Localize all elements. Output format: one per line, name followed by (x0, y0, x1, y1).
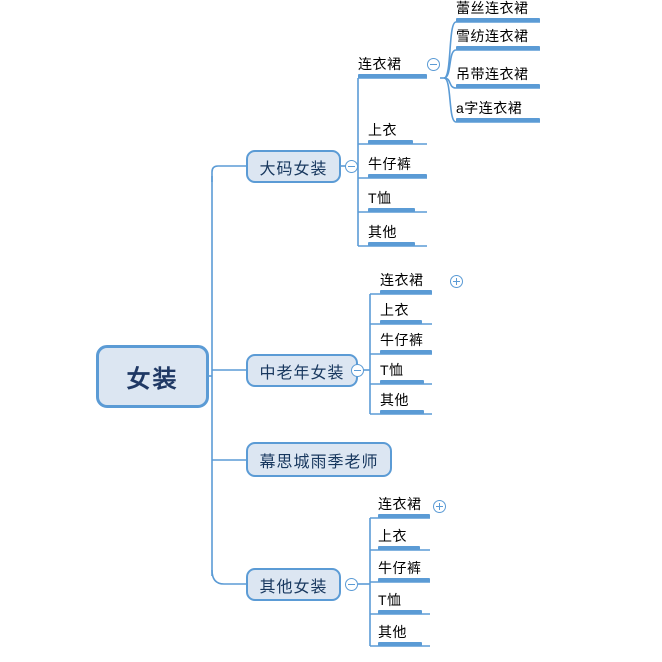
leaf-node-3-1[interactable]: 上衣 (378, 528, 430, 550)
leaf-node-3-4[interactable]: 其他 (378, 624, 430, 646)
leaf-node-0-3-label: T恤 (368, 190, 392, 206)
leaf-node-0-1-rule (368, 140, 413, 144)
leaf-node-0-0-3-label: a字连衣裙 (456, 100, 523, 116)
leaf-node-1-4-rule (380, 410, 424, 414)
leaf-node-0-0-1-label: 雪纺连衣裙 (456, 28, 529, 44)
leaf-node-3-4-label: 其他 (378, 624, 407, 640)
leaf-node-0-0-0-rule (456, 18, 540, 22)
leaf-node-0-0-3[interactable]: a字连衣裙 (456, 100, 540, 122)
branch-node-1[interactable]: 中老年女装 (246, 354, 358, 387)
leaf-node-0-0-0[interactable]: 蕾丝连衣裙 (456, 0, 540, 22)
leaf-node-0-0-3-rule (456, 118, 540, 122)
branch-node-0-label: 大码女装 (259, 160, 328, 178)
leaf-node-1-2-label: 牛仔裤 (380, 332, 424, 348)
leaf-node-1-3[interactable]: T恤 (380, 362, 432, 384)
leaf-node-0-3[interactable]: T恤 (368, 190, 427, 212)
collapse-toggle-branch-3[interactable] (345, 578, 358, 591)
leaf-node-0-0-2[interactable]: 吊带连衣裙 (456, 66, 540, 88)
leaf-node-3-1-rule (378, 546, 420, 550)
plus-circle-icon-stem (456, 278, 457, 285)
leaf-node-1-1-label: 上衣 (380, 302, 409, 318)
branch-node-2-label: 幕思城雨季老师 (259, 453, 379, 471)
branch-node-3[interactable]: 其他女装 (246, 568, 341, 601)
leaf-node-0-0-0-label: 蕾丝连衣裙 (456, 0, 529, 16)
plus-circle-icon-stem (439, 503, 440, 510)
branch-node-0[interactable]: 大码女装 (246, 150, 341, 183)
branch-node-1-label: 中老年女装 (259, 364, 345, 382)
expand-toggle-node-3-0[interactable] (433, 500, 446, 513)
leaf-node-3-0-label: 连衣裙 (378, 496, 422, 512)
leaf-node-3-3[interactable]: T恤 (378, 592, 430, 614)
leaf-node-3-3-rule (378, 610, 422, 614)
leaf-node-3-1-label: 上衣 (378, 528, 407, 544)
leaf-node-1-0[interactable]: 连衣裙 (380, 272, 432, 294)
leaf-node-1-0-label: 连衣裙 (380, 272, 424, 288)
leaf-node-0-0-2-rule (456, 84, 540, 88)
leaf-node-3-2-rule (378, 578, 430, 582)
leaf-node-3-2[interactable]: 牛仔裤 (378, 560, 430, 582)
root-node-label: 女装 (126, 366, 179, 393)
leaf-node-1-3-label: T恤 (380, 362, 404, 378)
leaf-node-0-2-label: 牛仔裤 (368, 156, 412, 172)
leaf-node-0-0[interactable]: 连衣裙 (358, 54, 427, 78)
leaf-node-1-4-label: 其他 (380, 392, 409, 408)
collapse-toggle-node-0-0[interactable] (427, 58, 440, 71)
leaf-node-0-1-label: 上衣 (368, 122, 397, 138)
leaf-node-0-4[interactable]: 其他 (368, 224, 427, 246)
leaf-node-1-1-rule (380, 320, 422, 324)
leaf-node-0-4-label: 其他 (368, 224, 397, 240)
leaf-node-1-3-rule (380, 380, 424, 384)
leaf-node-0-0-label: 连衣裙 (358, 56, 402, 72)
leaf-node-0-0-rule (358, 74, 427, 78)
leaf-node-1-1[interactable]: 上衣 (380, 302, 432, 324)
leaf-node-0-2-rule (368, 174, 427, 178)
leaf-node-0-3-rule (368, 208, 415, 212)
expand-toggle-node-1-0[interactable] (450, 275, 463, 288)
collapse-toggle-branch-0[interactable] (345, 160, 358, 173)
minus-circle-icon (354, 370, 361, 371)
collapse-toggle-branch-1[interactable] (351, 364, 364, 377)
leaf-node-3-2-label: 牛仔裤 (378, 560, 422, 576)
leaf-node-1-0-rule (380, 290, 432, 294)
leaf-node-3-4-rule (378, 642, 422, 646)
leaf-node-0-1[interactable]: 上衣 (368, 122, 427, 144)
leaf-node-0-0-1[interactable]: 雪纺连衣裙 (456, 28, 540, 50)
branch-node-3-label: 其他女装 (259, 578, 328, 596)
leaf-node-1-2-rule (380, 350, 432, 354)
leaf-node-3-0[interactable]: 连衣裙 (378, 496, 430, 518)
leaf-node-0-4-rule (368, 242, 415, 246)
leaf-node-3-0-rule (378, 514, 430, 518)
leaf-node-1-2[interactable]: 牛仔裤 (380, 332, 432, 354)
branch-node-2[interactable]: 幕思城雨季老师 (246, 442, 392, 477)
leaf-node-0-2[interactable]: 牛仔裤 (368, 156, 427, 178)
leaf-node-3-3-label: T恤 (378, 592, 402, 608)
root-node[interactable]: 女装 (96, 345, 209, 408)
minus-circle-icon (430, 64, 437, 65)
leaf-node-0-0-2-label: 吊带连衣裙 (456, 66, 529, 82)
leaf-node-0-0-1-rule (456, 46, 540, 50)
minus-circle-icon (348, 584, 355, 585)
leaf-node-1-4[interactable]: 其他 (380, 392, 432, 414)
minus-circle-icon (348, 166, 355, 167)
